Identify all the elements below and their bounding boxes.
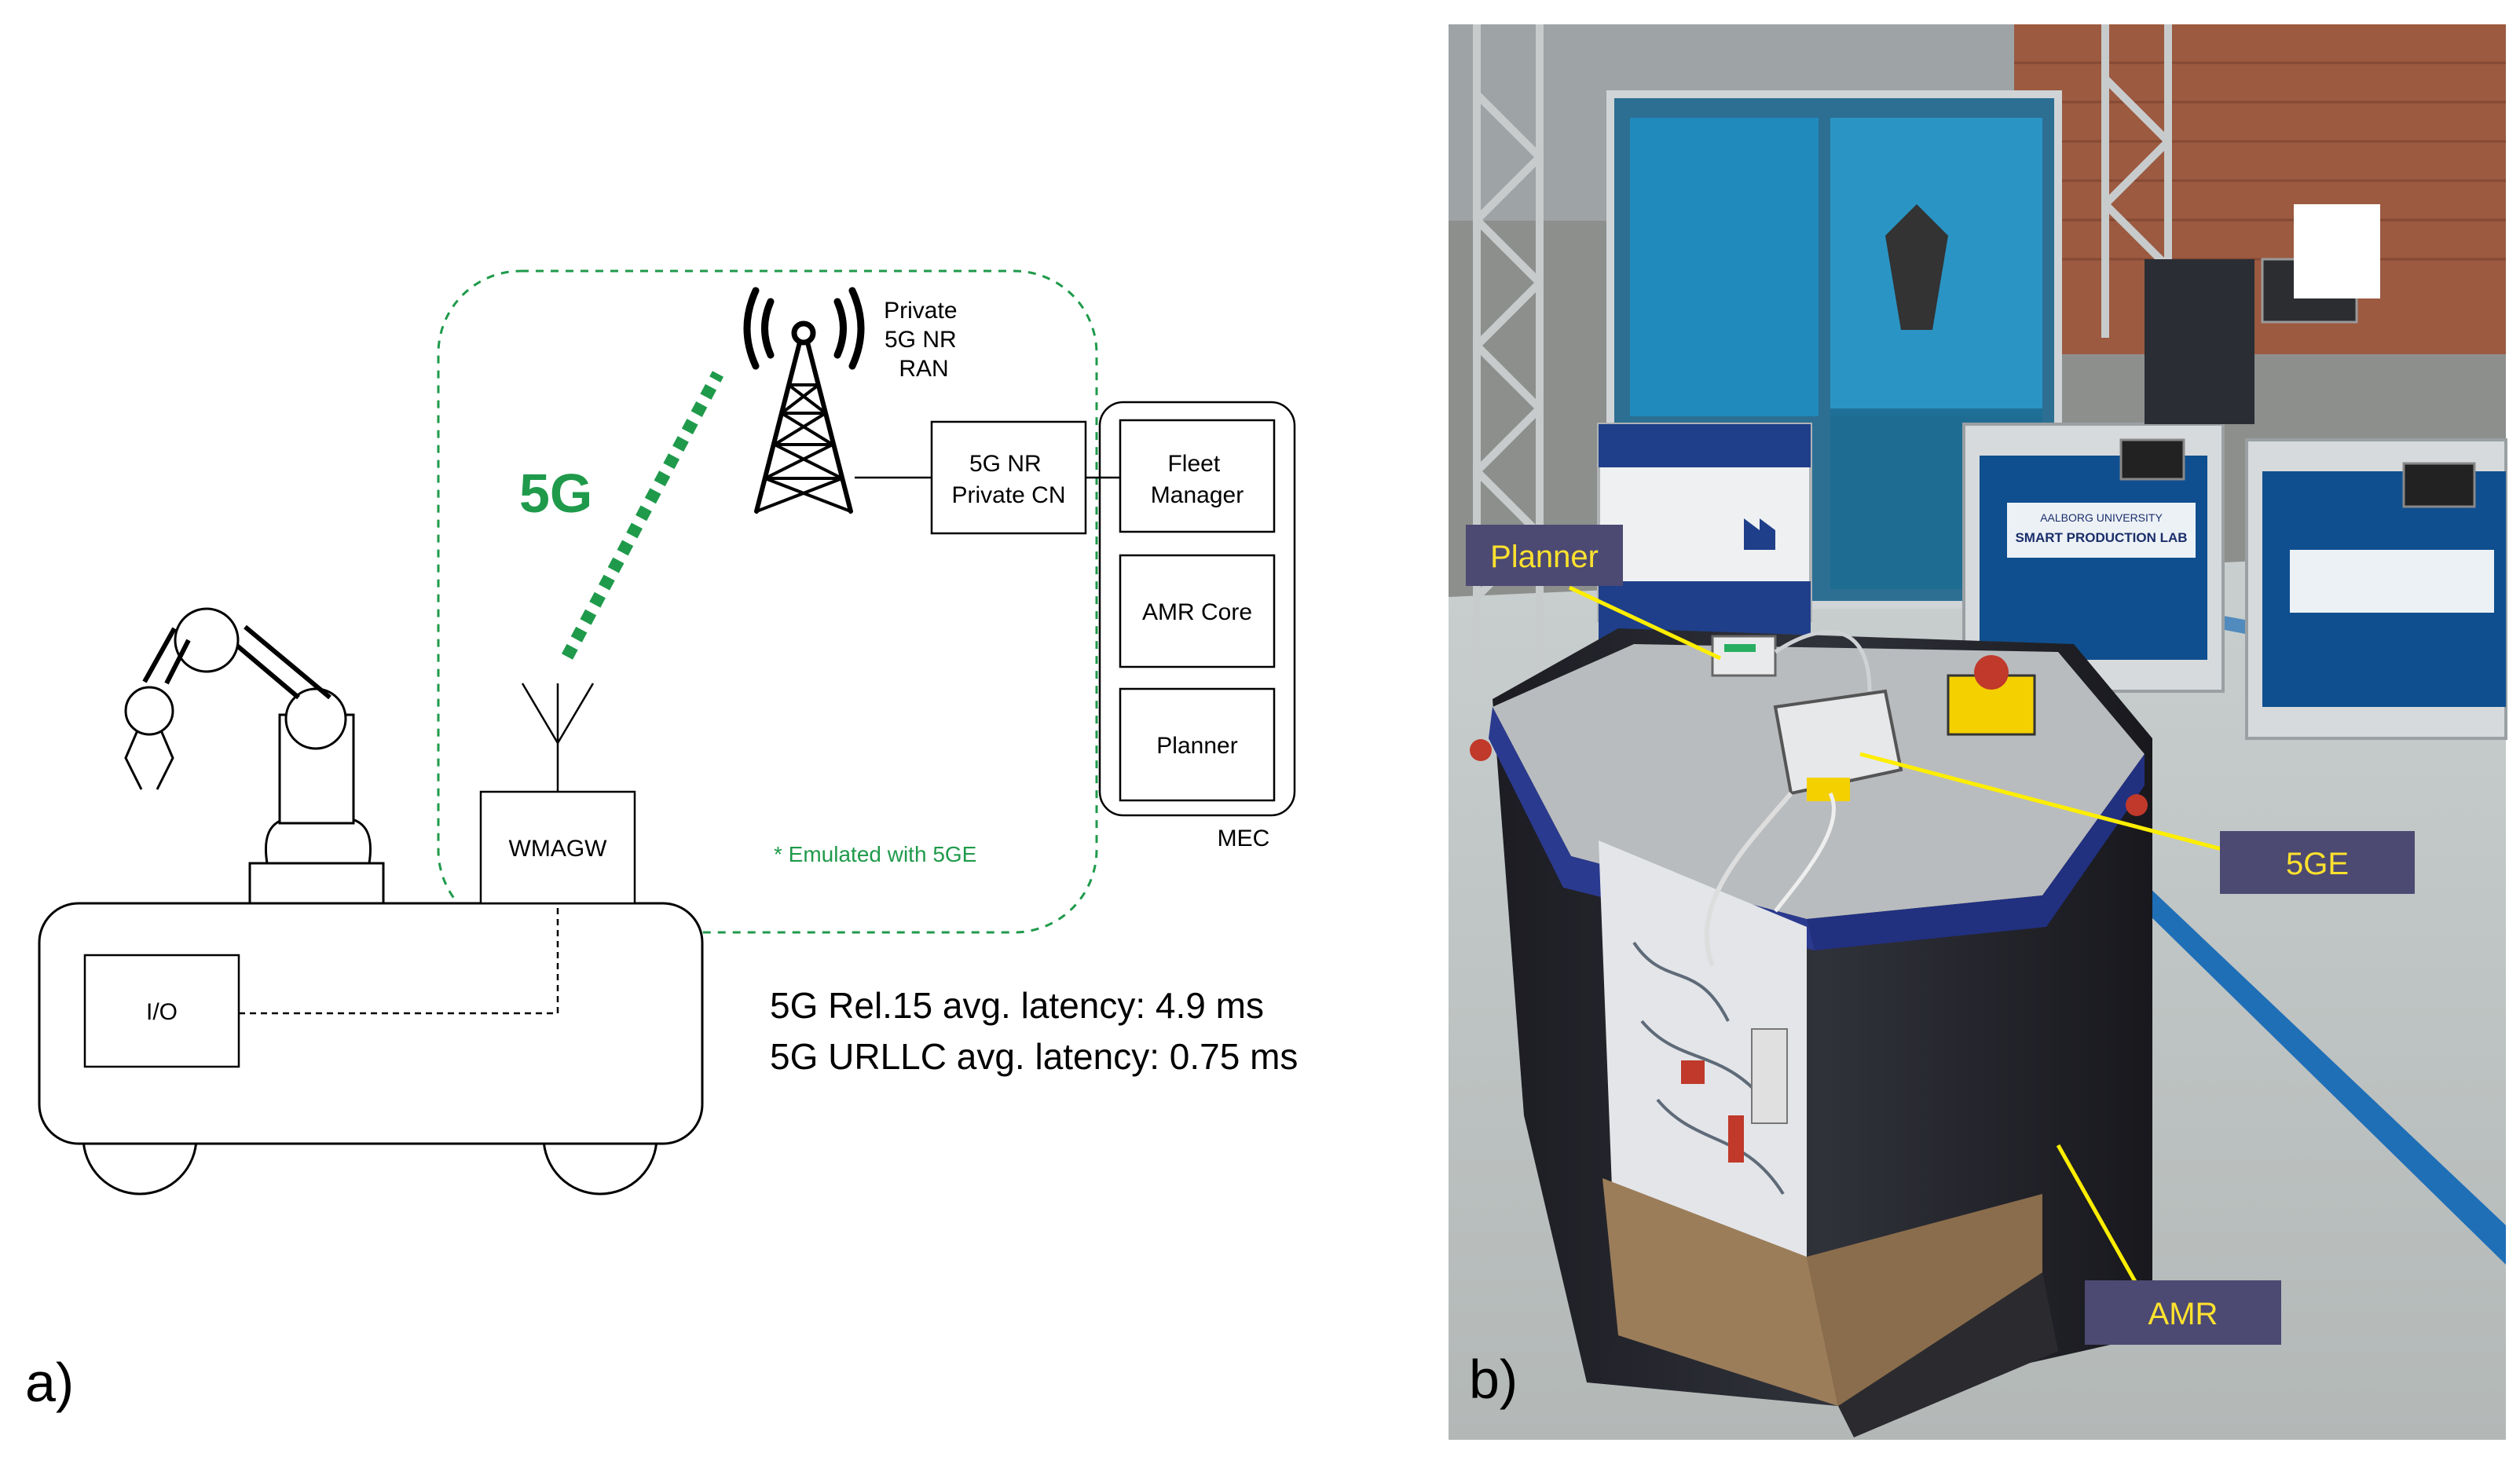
mec-label: MEC [1218, 826, 1270, 851]
planner-box [1119, 687, 1276, 802]
amr-callout-label: AMR [2148, 1297, 2218, 1331]
5ge-callout-arrow [1859, 752, 2225, 852]
amr-callout-arrow [2056, 1144, 2139, 1286]
ran-label: Private 5G NR RAN [884, 298, 964, 382]
io-label: I/O [146, 999, 178, 1025]
5ge-callout-box [2220, 831, 2415, 894]
io-to-wmagw-link [239, 903, 559, 1015]
amr-photo: AALBORG UNIVERSITY SMART PRODUCTION LAB [1449, 24, 2507, 1440]
latency-rel15: 5G Rel.15 avg. latency: 4.9 ms [770, 985, 1264, 1026]
station-sign-university: AALBORG UNIVERSITY [2040, 511, 2163, 524]
emulated-note: * Emulated with 5GE [774, 842, 976, 866]
fleet-manager-box [1119, 419, 1276, 533]
link-label-5g: 5G [519, 463, 592, 524]
private-network-boundary [437, 269, 1098, 934]
mec-container [1098, 401, 1296, 817]
planner-label: Planner [1156, 733, 1237, 759]
panel-a: 5G Private 5G NR RAN [25, 269, 1298, 1413]
planner-callout-box [1466, 525, 1623, 586]
planner-callout-label: Planner [1490, 540, 1599, 574]
amr-core-label: AMR Core [1142, 599, 1252, 625]
private-cn-label: 5G NR Private CN [951, 451, 1065, 508]
panel-b-label: b) [1469, 1349, 1518, 1410]
io-box [83, 954, 240, 1068]
panel-b: AALBORG UNIVERSITY SMART PRODUCTION LAB [1449, 24, 2507, 1440]
wmagw-box [479, 790, 636, 905]
antenna-tower-icon [743, 287, 865, 514]
amr-core-box [1119, 554, 1276, 668]
latency-urllc: 5G URLLC avg. latency: 0.75 ms [770, 1036, 1298, 1077]
private-cn-box [930, 420, 1087, 535]
5ge-callout-label: 5GE [2286, 847, 2349, 881]
factory-logo-icon [1744, 518, 1775, 550]
fleet-manager-label: Fleet Manager [1151, 451, 1244, 508]
wireless-link-5g [561, 371, 724, 660]
station-sign-lab: SMART PRODUCTION LAB [2015, 530, 2187, 545]
wmagw-antenna-icon [521, 683, 595, 792]
amr-callout-box [2085, 1280, 2281, 1345]
panel-a-label: a) [25, 1352, 74, 1413]
wmagw-label: WMAGW [509, 836, 608, 862]
planner-callout-arrow [1568, 585, 1722, 661]
robot-arm-icon [124, 607, 385, 905]
